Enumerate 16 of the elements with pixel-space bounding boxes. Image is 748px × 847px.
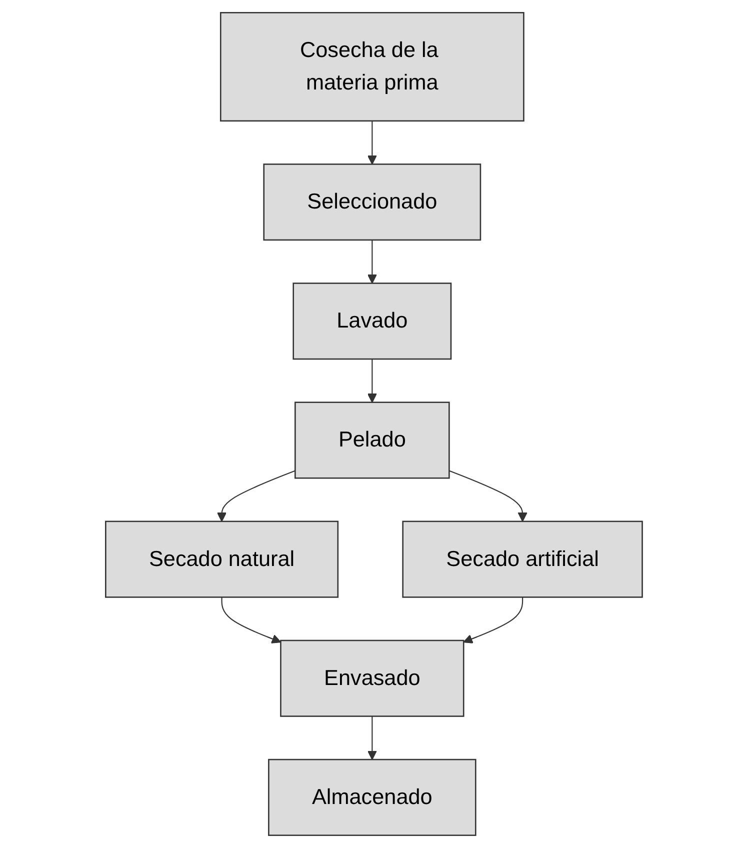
- node-box: Cosecha de la materia prima: [220, 12, 524, 122]
- arrow: [221, 596, 282, 643]
- node-box: Secado natural: [105, 520, 339, 598]
- arrow: [367, 716, 377, 760]
- node-box: Pelado: [294, 401, 450, 478]
- arrow: [449, 470, 528, 522]
- node-box: Almacenado: [268, 758, 476, 836]
- arrow: [367, 239, 377, 284]
- node-box: Lavado: [292, 282, 452, 360]
- node-box: Seleccionado: [263, 163, 482, 240]
- arrow: [463, 596, 524, 643]
- arrow: [367, 120, 377, 164]
- arrow: [367, 358, 377, 402]
- arrow: [217, 470, 296, 522]
- node-box: Envasado: [280, 639, 464, 716]
- node-box: Secado artificial: [402, 520, 643, 598]
